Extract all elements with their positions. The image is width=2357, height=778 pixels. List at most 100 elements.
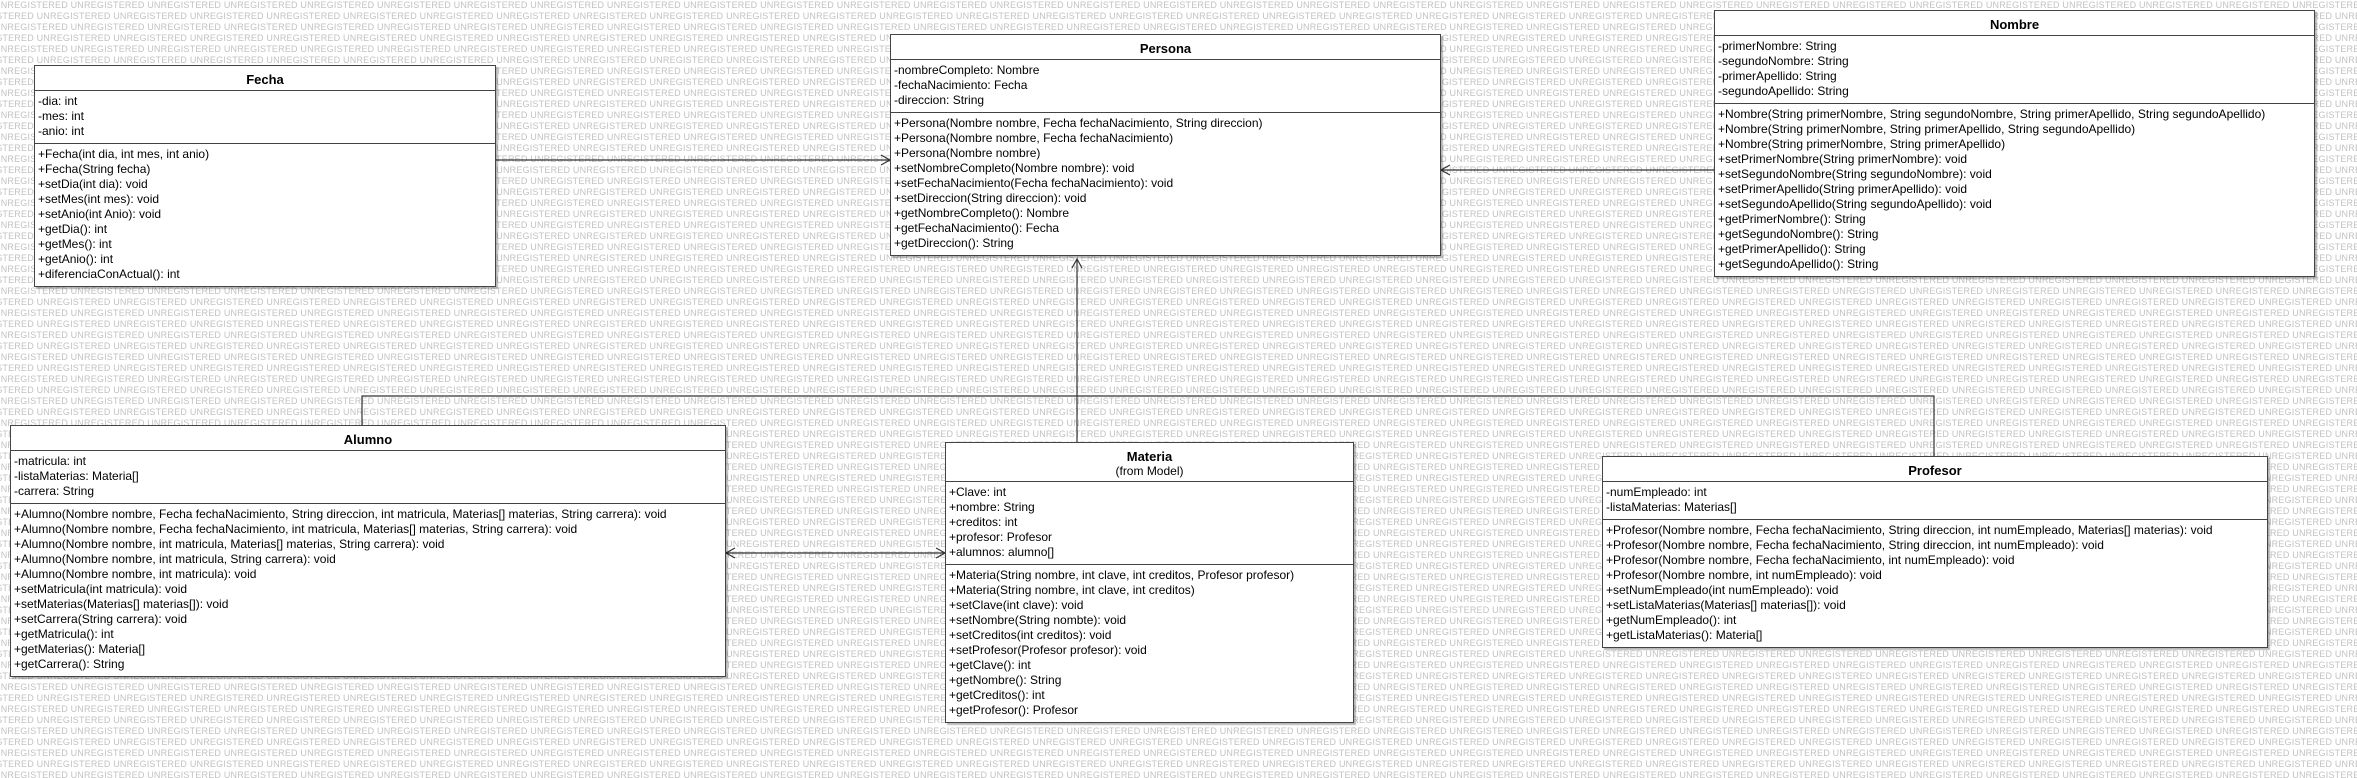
operation-item[interactable]: +Alumno(Nombre nombre, Fecha fechaNacimi… bbox=[14, 507, 667, 521]
operation-item[interactable]: +Alumno(Nombre nombre, Fecha fechaNacimi… bbox=[14, 522, 578, 536]
operation-item[interactable]: +getDireccion(): String bbox=[894, 236, 1014, 250]
operation-item[interactable]: +getDia(): int bbox=[38, 222, 108, 236]
attribute-item[interactable]: +creditos: int bbox=[949, 515, 1018, 529]
operation-item[interactable]: +getPrimerNombre(): String bbox=[1718, 212, 1866, 226]
operation-item[interactable]: +getFechaNacimiento(): Fecha bbox=[894, 221, 1060, 235]
attribute-item[interactable]: -matricula: int bbox=[14, 454, 87, 468]
operation-item[interactable]: +setFechaNacimiento(Fecha fechaNacimient… bbox=[894, 176, 1174, 190]
operation-item[interactable]: +Nombre(String primerNombre, String prim… bbox=[1718, 137, 2006, 151]
operation-item[interactable]: +setMatricula(int matricula): void bbox=[14, 582, 188, 596]
operation-item[interactable]: +getSegundoApellido(): String bbox=[1718, 257, 1879, 271]
operation-item[interactable]: +setListaMaterias(Materias[] materias[])… bbox=[1606, 598, 1846, 612]
attribute-item[interactable]: -mes: int bbox=[38, 109, 85, 123]
attribute-item[interactable]: -direccion: String bbox=[894, 93, 985, 107]
class-profesor[interactable]: Profesor -numEmpleado: int-listaMaterias:… bbox=[1602, 456, 2268, 648]
operation-item[interactable]: +Alumno(Nombre nombre, int matricula, St… bbox=[14, 552, 336, 566]
operation-item[interactable]: +setClave(int clave): void bbox=[949, 598, 1084, 612]
class-fecha[interactable]: Fecha -dia: int-mes: int-anio: int +Fecha(… bbox=[34, 65, 496, 287]
class-name: Nombre bbox=[1715, 11, 2314, 36]
operation-section: +Fecha(int dia, int mes, int anio)+Fecha… bbox=[35, 144, 495, 286]
operation-item[interactable]: +Persona(Nombre nombre, Fecha fechaNacim… bbox=[894, 116, 1263, 130]
operation-section: +Materia(String nombre, int clave, int c… bbox=[946, 565, 1353, 722]
class-name: Alumno bbox=[11, 426, 725, 451]
class-title: Alumno bbox=[343, 432, 393, 447]
operation-item[interactable]: +Profesor(Nombre nombre, Fecha fechaNaci… bbox=[1606, 538, 2104, 552]
operation-item[interactable]: +setNumEmpleado(int numEmpleado): void bbox=[1606, 583, 1839, 597]
operation-item[interactable]: +Nombre(String primerNombre, String prim… bbox=[1718, 122, 2136, 136]
operation-item[interactable]: +setCreditos(int creditos): void bbox=[949, 628, 1112, 642]
class-stereotype: (from Model) bbox=[1115, 464, 1184, 478]
attribute-item[interactable]: +alumnos: alumno[] bbox=[949, 545, 1055, 559]
operation-item[interactable]: +setCarrera(String carrera): void bbox=[14, 612, 188, 626]
attribute-item[interactable]: -primerNombre: String bbox=[1718, 39, 1837, 53]
attribute-item[interactable]: +profesor: Profesor bbox=[949, 530, 1053, 544]
operation-item[interactable]: +Persona(Nombre nombre) bbox=[894, 146, 1041, 160]
operation-item[interactable]: +Alumno(Nombre nombre, int matricula): v… bbox=[14, 567, 257, 581]
class-title: Profesor bbox=[1908, 463, 1962, 478]
operation-item[interactable]: +getMes(): int bbox=[38, 237, 112, 251]
class-name: Profesor bbox=[1603, 457, 2267, 482]
attribute-item[interactable]: -segundoNombre: String bbox=[1718, 54, 1849, 68]
class-title: Persona bbox=[1139, 41, 1192, 56]
operation-item[interactable]: +getAnio(): int bbox=[38, 252, 114, 266]
operation-item[interactable]: +setSegundoNombre(String segundoNombre):… bbox=[1718, 167, 1992, 181]
class-name: Fecha bbox=[35, 66, 495, 91]
operation-item[interactable]: +getNombre(): String bbox=[949, 673, 1062, 687]
operation-item[interactable]: +getPrimerApellido(): String bbox=[1718, 242, 1866, 256]
operation-item[interactable]: +Nombre(String primerNombre, String segu… bbox=[1718, 107, 2266, 121]
operation-item[interactable]: +setProfesor(Profesor profesor): void bbox=[949, 643, 1147, 657]
class-title: Nombre bbox=[1989, 17, 2040, 32]
operation-item[interactable]: +Profesor(Nombre nombre, Fecha fechaNaci… bbox=[1606, 523, 2213, 537]
operation-item[interactable]: +Alumno(Nombre nombre, int matricula, Ma… bbox=[14, 537, 445, 551]
operation-item[interactable]: +setSegundoApellido(String segundoApelli… bbox=[1718, 197, 1992, 211]
class-nombre[interactable]: Nombre -primerNombre: String-segundoNombr… bbox=[1714, 10, 2315, 277]
operation-item[interactable]: +setPrimerApellido(String primerApellido… bbox=[1718, 182, 1968, 196]
operation-item[interactable]: +getClave(): int bbox=[949, 658, 1031, 672]
operation-item[interactable]: +setAnio(int Anio): void bbox=[38, 207, 162, 221]
operation-item[interactable]: +getMatricula(): int bbox=[14, 627, 114, 641]
attribute-section: -numEmpleado: int-listaMaterias: Materia… bbox=[1603, 482, 2267, 520]
attribute-item[interactable]: -nombreCompleto: Nombre bbox=[894, 63, 1040, 77]
profesor-persona-generalization bbox=[1077, 395, 1935, 456]
attribute-item[interactable]: +nombre: String bbox=[949, 500, 1035, 514]
operation-item[interactable]: +getCreditos(): int bbox=[949, 688, 1045, 702]
operation-item[interactable]: +setMaterias(Materias[] materias[]): voi… bbox=[14, 597, 229, 611]
attribute-item[interactable]: -primerApellido: String bbox=[1718, 69, 1837, 83]
operation-item[interactable]: +getProfesor(): Profesor bbox=[949, 703, 1079, 717]
operation-item[interactable]: +Profesor(Nombre nombre, Fecha fechaNaci… bbox=[1606, 553, 2015, 567]
attribute-item[interactable]: -listaMaterias: Materia[] bbox=[14, 469, 139, 483]
operation-item[interactable]: +getMaterias(): Materia[] bbox=[14, 642, 146, 656]
operation-item[interactable]: +getNumEmpleado(): int bbox=[1606, 613, 1737, 627]
operation-item[interactable]: +setDia(int dia): void bbox=[38, 177, 148, 191]
attribute-section: +Clave: int+nombre: String+creditos: int… bbox=[946, 482, 1353, 565]
operation-item[interactable]: +setNombreCompleto(Nombre nombre): void bbox=[894, 161, 1135, 175]
class-persona[interactable]: Persona -nombreCompleto: Nombre-fechaNaci… bbox=[890, 34, 1441, 256]
operation-item[interactable]: +Profesor(Nombre nombre, int numEmpleado… bbox=[1606, 568, 1882, 582]
operation-item[interactable]: +Materia(String nombre, int clave, int c… bbox=[949, 583, 1195, 597]
attribute-item[interactable]: -fechaNacimiento: Fecha bbox=[894, 78, 1028, 92]
class-materia[interactable]: Materia(from Model)+Clave: int+nombre: S… bbox=[945, 442, 1354, 723]
operation-item[interactable]: +setDireccion(String direccion): void bbox=[894, 191, 1087, 205]
operation-item[interactable]: +setPrimerNombre(String primerNombre): v… bbox=[1718, 152, 1968, 166]
operation-item[interactable]: +getSegundoNombre(): String bbox=[1718, 227, 1879, 241]
operation-item[interactable]: +setNombre(String nombte): void bbox=[949, 613, 1127, 627]
attribute-item[interactable]: -anio: int bbox=[38, 124, 85, 138]
operation-item[interactable]: +Fecha(String fecha) bbox=[38, 162, 151, 176]
attribute-item[interactable]: -dia: int bbox=[38, 94, 78, 108]
attribute-item[interactable]: +Clave: int bbox=[949, 485, 1007, 499]
operation-item[interactable]: +Materia(String nombre, int clave, int c… bbox=[949, 568, 1295, 582]
operation-item[interactable]: +diferenciaConActual(): int bbox=[38, 267, 180, 281]
attribute-item[interactable]: -numEmpleado: int bbox=[1606, 485, 1707, 499]
operation-item[interactable]: +Persona(Nombre nombre, Fecha fechaNacim… bbox=[894, 131, 1174, 145]
class-alumno[interactable]: Alumno -matricula: int-listaMaterias: Mat… bbox=[10, 425, 726, 677]
operation-item[interactable]: +Fecha(int dia, int mes, int anio) bbox=[38, 147, 210, 161]
operation-item[interactable]: +setMes(int mes): void bbox=[38, 192, 160, 206]
attribute-item[interactable]: -listaMaterias: Materias[] bbox=[1606, 500, 1737, 514]
operation-section: +Profesor(Nombre nombre, Fecha fechaNaci… bbox=[1603, 520, 2267, 647]
attribute-item[interactable]: -segundoApellido: String bbox=[1718, 84, 1849, 98]
operation-item[interactable]: +getCarrera(): String bbox=[14, 657, 125, 671]
attribute-item[interactable]: -carrera: String bbox=[14, 484, 95, 498]
operation-item[interactable]: +getListaMaterias(): Materia[] bbox=[1606, 628, 1763, 642]
operation-item[interactable]: +getNombreCompleto(): Nombre bbox=[894, 206, 1070, 220]
